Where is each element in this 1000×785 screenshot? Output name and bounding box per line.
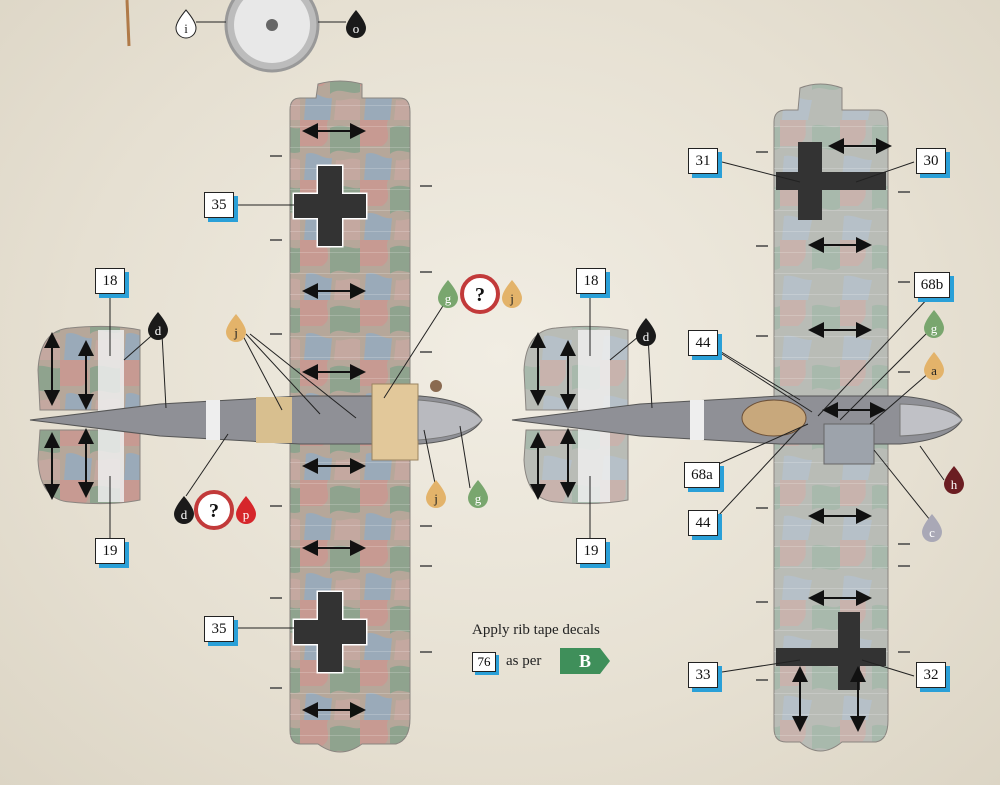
drop-label-d: d [181, 507, 188, 522]
rib-tape-note: Apply rib tape decals [472, 622, 600, 638]
callout-right-tail-bottom: 19 [576, 538, 606, 564]
drop-label-j: j [509, 291, 514, 306]
drop-label-d: d [155, 323, 162, 338]
callout-right-44-top: 44 [688, 330, 718, 356]
callout-right-wing-bottom-right: 32 [916, 662, 946, 688]
callout-left-tail-top: 18 [95, 268, 125, 294]
drop-label-p: p [243, 507, 250, 522]
right-aircraft [511, 83, 963, 752]
callout-right-44-bottom: 44 [688, 510, 718, 536]
callout-right-wing-bottom-left: 33 [688, 662, 718, 688]
left-aircraft [29, 80, 483, 753]
callout-right-68a: 68a [684, 462, 720, 488]
drop-label-i: i [184, 21, 188, 36]
drop-label-g: g [445, 291, 452, 306]
callout-right-wing-top-left: 31 [688, 148, 718, 174]
drop-label-question: ? [209, 500, 219, 522]
drop-labels: i o d j g j j g d p d g a h c ? ? [155, 21, 958, 540]
drop-label-d: d [643, 329, 650, 344]
callout-right-tail-top: 18 [576, 268, 606, 294]
callout-left-cross-top: 35 [204, 192, 234, 218]
drop-label-o: o [353, 21, 360, 36]
callout-right-wing-top-right: 30 [916, 148, 946, 174]
drop-label-j: j [233, 325, 238, 340]
drop-label-g: g [475, 491, 482, 506]
drop-label-j: j [433, 491, 438, 506]
drop-label-a: a [931, 363, 937, 378]
drop-label-question: ? [475, 284, 485, 306]
rib-tape-as-per: as per [506, 653, 542, 669]
rib-tape-badge: B [560, 648, 610, 674]
drop-label-h: h [951, 477, 958, 492]
paint-drops [148, 9, 964, 542]
callout-left-tail-bottom: 19 [95, 538, 125, 564]
wheel-view [224, 0, 320, 73]
drop-label-c: c [929, 525, 935, 540]
callout-left-cross-bottom: 35 [204, 616, 234, 642]
callout-right-68b: 68b [914, 272, 950, 298]
rib-tape-ref: 76 [472, 652, 496, 672]
propeller-tip [125, 0, 131, 47]
drop-label-g: g [931, 321, 938, 336]
